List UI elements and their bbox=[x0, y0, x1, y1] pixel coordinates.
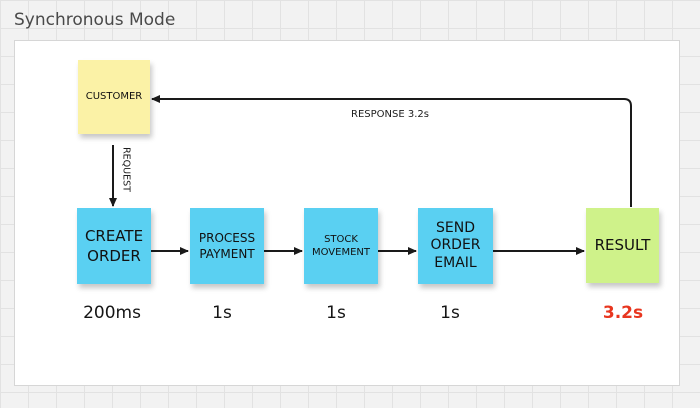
create-order-note-label: CREATE ORDER bbox=[84, 226, 144, 265]
response-arrow bbox=[151, 95, 632, 207]
process-payment-note-label: PROCESS PAYMENT bbox=[198, 230, 256, 261]
send-order-email-note-label: SEND ORDER EMAIL bbox=[430, 219, 481, 271]
response-label: RESPONSE 3.2s bbox=[351, 109, 429, 120]
customer-note-label: CUSTOMER bbox=[85, 91, 143, 103]
request-label: REQUEST bbox=[120, 147, 132, 192]
stock-movement-note[interactable]: STOCK MOVEMENT bbox=[304, 208, 378, 284]
send-order-email-note[interactable]: SEND ORDER EMAIL bbox=[418, 208, 493, 284]
process-payment-note[interactable]: PROCESS PAYMENT bbox=[190, 208, 264, 284]
frame-title: Synchronous Mode bbox=[14, 10, 176, 30]
result-note-label: RESULT bbox=[594, 236, 651, 255]
create-order-note[interactable]: CREATE ORDER bbox=[77, 208, 151, 284]
result-note[interactable]: RESULT bbox=[586, 208, 659, 283]
customer-note[interactable]: CUSTOMER bbox=[78, 60, 150, 134]
send-order-email-timing: 1s bbox=[440, 303, 460, 323]
stock-movement-note-label: STOCK MOVEMENT bbox=[311, 233, 371, 259]
create-order-timing: 200ms bbox=[83, 303, 141, 323]
stock-movement-timing: 1s bbox=[326, 303, 346, 323]
process-payment-timing: 1s bbox=[212, 303, 232, 323]
total-time: 3.2s bbox=[602, 303, 644, 323]
